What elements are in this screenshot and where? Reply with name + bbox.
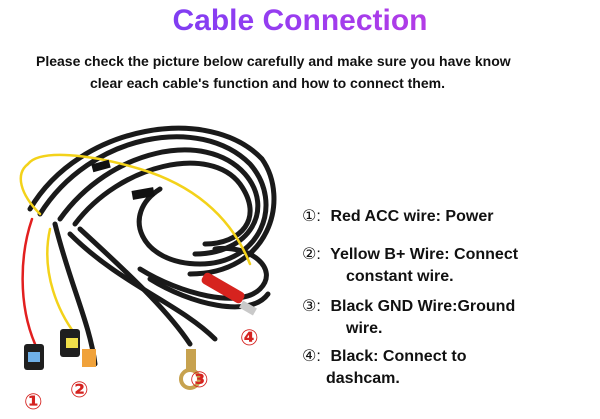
photo-label-four: ④ xyxy=(240,326,259,351)
item-number: ④: xyxy=(302,348,321,365)
item-text: Yellow B+ Wire: Connect xyxy=(330,246,519,263)
item-text: Red ACC wire: Power xyxy=(330,208,494,225)
list-item: ④: Black: Connect to dashcam. xyxy=(302,346,466,390)
intro-line-2: clear each cable's function and how to c… xyxy=(90,75,445,91)
cable-photo xyxy=(19,125,277,390)
item-number: ③: xyxy=(302,298,321,315)
item-text-cont: dashcam. xyxy=(326,370,400,387)
page-title: Cable Connection xyxy=(0,4,600,38)
item-number: ②: xyxy=(302,246,321,263)
photo-label-one: ① xyxy=(24,390,43,415)
item-text-cont: wire. xyxy=(346,320,383,337)
intro-text: Please check the picture below carefully… xyxy=(0,50,600,94)
list-item: ①: Red ACC wire: Power xyxy=(302,206,493,228)
photo-label-three: ③ xyxy=(190,368,209,393)
item-text: Black: Connect to xyxy=(330,348,467,365)
photo-label-two: ② xyxy=(70,378,89,403)
list-item: ③: Black GND Wire:Ground wire. xyxy=(302,296,515,340)
list-item: ②: Yellow B+ Wire: Connect constant wire… xyxy=(302,244,518,288)
intro-line-1: Please check the picture below carefully… xyxy=(36,53,511,69)
item-text: Black GND Wire:Ground xyxy=(330,298,516,315)
item-number: ①: xyxy=(302,208,321,225)
item-text-cont: constant wire. xyxy=(346,268,454,285)
